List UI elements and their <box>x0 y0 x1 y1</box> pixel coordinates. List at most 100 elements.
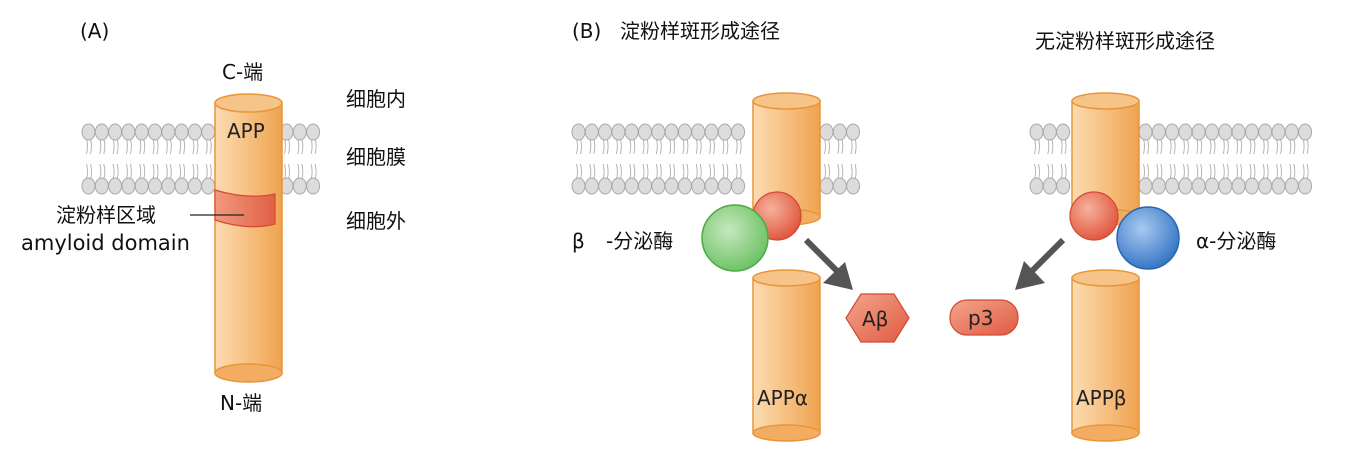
lipid-head <box>598 123 613 141</box>
lipid-head <box>1284 123 1299 141</box>
lipid-head <box>148 123 162 141</box>
arrow-to-abeta <box>803 237 853 290</box>
lipid-head <box>1151 123 1166 141</box>
lipid-head <box>201 123 216 141</box>
lipid-head <box>1258 177 1273 195</box>
c-terminus-label: C-端 <box>222 60 263 84</box>
lipid-head <box>611 177 626 195</box>
panel-a: (A) C-端 APP 淀粉样区域 amyloid domain N-端 细胞内… <box>21 19 406 415</box>
alpha-secretase-label: α-分泌酶 <box>1196 229 1276 253</box>
lipid-head <box>717 177 732 195</box>
lipid-head <box>624 177 639 195</box>
lipid-head <box>832 177 847 195</box>
lipid-head <box>677 123 692 141</box>
lipid-head <box>1298 123 1313 141</box>
lipid-head <box>134 177 149 195</box>
lipid-head <box>598 177 613 195</box>
lipid-head <box>121 177 136 195</box>
lipid-head <box>1191 123 1206 141</box>
lipid-head <box>1244 177 1259 195</box>
lipid-head <box>81 123 96 141</box>
lipid-head <box>624 123 639 141</box>
lipid-head <box>94 123 109 141</box>
app-beta-lower-cylinder <box>1071 269 1140 442</box>
lipid-head <box>306 177 321 195</box>
lipid-head <box>134 123 149 141</box>
lipid-head <box>731 123 746 141</box>
beta-secretase-enzyme <box>701 204 769 272</box>
lipid-head <box>1151 177 1166 195</box>
lipid-head <box>292 123 307 141</box>
panel-a-label: (A) <box>80 19 109 43</box>
lipid-head <box>584 177 599 195</box>
lipid-head <box>1138 123 1153 141</box>
lipid-head <box>1042 123 1057 141</box>
lipid-bilayer-segment <box>819 123 861 195</box>
app-beta-label: APPβ <box>1076 386 1127 410</box>
amyloid-domain-cn-label: 淀粉样区域 <box>56 203 156 227</box>
arrow-to-p3 <box>1015 237 1066 290</box>
non-amyloid-pathway-title: 无淀粉样斑形成途径 <box>1035 29 1215 53</box>
lipid-head <box>571 123 586 141</box>
lipid-head <box>1178 123 1193 141</box>
app-alpha-lower-cylinder <box>752 269 821 442</box>
panel-b-label: (B) <box>572 19 601 43</box>
abeta-label: Aβ <box>862 307 888 331</box>
lipid-head <box>1258 123 1273 141</box>
lipid-head <box>651 123 666 141</box>
lipid-head <box>819 123 834 141</box>
lipid-head <box>1178 177 1193 195</box>
lipid-head <box>691 123 706 141</box>
lipid-head <box>1165 177 1180 195</box>
lipid-head <box>1056 123 1071 141</box>
lipid-head <box>1218 177 1233 195</box>
app-label: APP <box>227 119 265 143</box>
lipid-head <box>819 177 834 195</box>
alpha-cleavage-site <box>1069 191 1119 241</box>
lipid-head <box>651 177 666 195</box>
panel-b: (B) 淀粉样斑形成途径 无淀粉样斑形成途径 β -分泌酶 Aβ APPα <box>572 19 1276 442</box>
lipid-head <box>108 123 123 141</box>
lipid-head <box>306 123 321 141</box>
lipid-head <box>201 177 216 195</box>
lipid-bilayer-segment <box>279 123 321 195</box>
lipid-head <box>1271 177 1286 195</box>
lipid-head <box>1056 177 1071 195</box>
p3-fragment <box>949 299 1019 336</box>
app-cylinder <box>214 93 283 383</box>
lipid-head <box>81 177 96 195</box>
extracellular-label: 细胞外 <box>346 209 406 233</box>
lipid-head <box>1231 123 1246 141</box>
lipid-head <box>94 177 109 195</box>
lipid-head <box>187 123 202 141</box>
lipid-head <box>611 123 626 141</box>
lipid-head <box>1205 123 1219 141</box>
lipid-head <box>691 177 706 195</box>
lipid-head <box>584 123 599 141</box>
lipid-bilayer-segment <box>1138 123 1313 195</box>
lipid-head <box>664 177 679 195</box>
lipid-head <box>108 177 123 195</box>
amyloid-pathway-title: 淀粉样斑形成途径 <box>620 19 780 43</box>
lipid-bilayer-segment <box>1029 123 1071 195</box>
lipid-head <box>717 123 732 141</box>
abeta-fragment <box>845 293 910 343</box>
lipid-head <box>1218 123 1233 141</box>
lipid-head <box>1029 123 1044 141</box>
beta-symbol: β <box>572 229 585 253</box>
lipid-head <box>292 177 307 195</box>
lipid-head <box>1042 177 1057 195</box>
lipid-head <box>571 177 586 195</box>
lipid-head <box>677 177 692 195</box>
lipid-head <box>148 177 162 195</box>
lipid-head <box>704 177 719 195</box>
lipid-head <box>664 123 679 141</box>
lipid-head <box>704 123 719 141</box>
lipid-head <box>1191 177 1206 195</box>
lipid-head <box>1029 177 1044 195</box>
lipid-head <box>121 123 136 141</box>
lipid-bilayer-segment <box>81 123 216 195</box>
lipid-bilayer-segment <box>571 123 746 195</box>
alpha-secretase-enzyme <box>1116 206 1180 270</box>
